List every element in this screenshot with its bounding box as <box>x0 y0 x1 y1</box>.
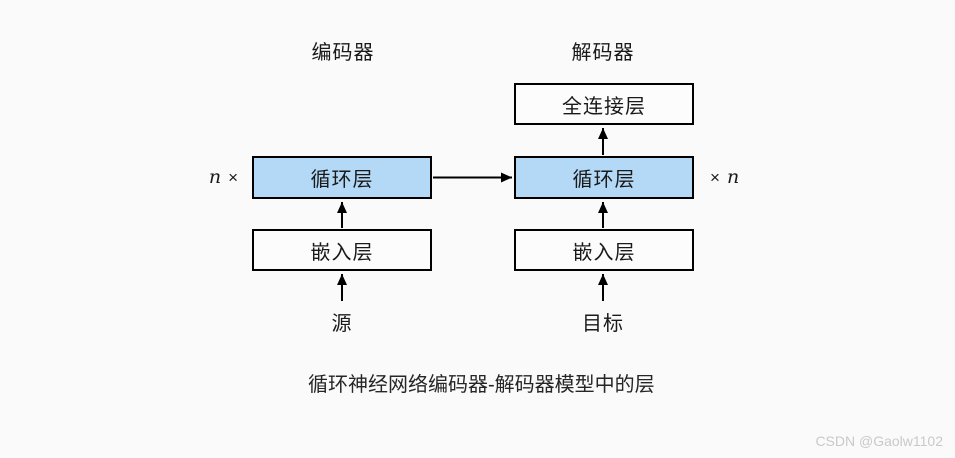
target-label: 目标 <box>582 313 624 335</box>
decoder-embedding-layer-label: 嵌入层 <box>572 241 636 264</box>
encoder-recurrent-layer-label: 循环层 <box>310 169 374 191</box>
source-label: 源 <box>331 313 353 335</box>
encoder-title: 编码器 <box>311 42 375 64</box>
decoder-embedding-layer-box: 嵌入层 <box>514 229 694 271</box>
figure-caption: 循环神经网络编码器-解码器模型中的层 <box>308 374 655 396</box>
decoder-repeat-n: n <box>726 166 740 188</box>
dense-layer-label: 全连接层 <box>562 95 646 118</box>
dense-layer-box: 全连接层 <box>514 83 694 125</box>
encoder-repeat-label: n × <box>170 164 238 191</box>
encoder-repeat-n: n <box>208 166 222 188</box>
encoder-repeat-times-sign: × <box>228 168 238 187</box>
decoder-recurrent-layer-label: 循环层 <box>572 169 636 191</box>
watermark: CSDN @Gaolw1102 <box>815 433 943 449</box>
encoder-embedding-layer-label: 嵌入层 <box>310 241 374 264</box>
decoder-repeat-label: × n <box>710 164 778 191</box>
decoder-title: 解码器 <box>571 42 635 64</box>
encoder-embedding-layer-box: 嵌入层 <box>252 229 432 271</box>
encoder-recurrent-layer-box: 循环层 <box>252 156 432 199</box>
decoder-repeat-times-sign: × <box>710 168 720 187</box>
decoder-recurrent-layer-box: 循环层 <box>514 156 694 199</box>
